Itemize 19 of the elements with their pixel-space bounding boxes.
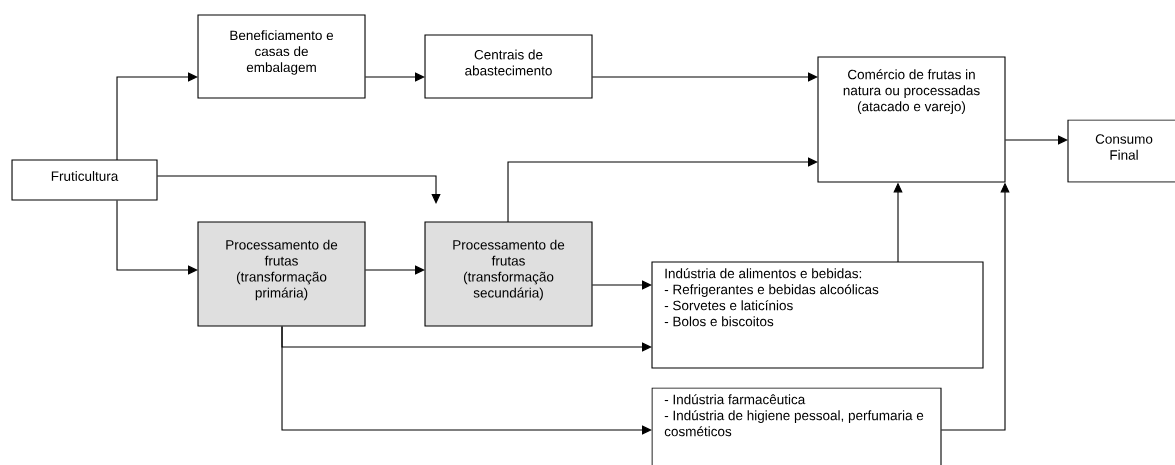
box: Indústria de alimentos e bebidas: - Refrigerantes e bebidas alcoólicas - Sorvetes e laticínios - Bolos e biscoitos [651, 261, 984, 369]
box: Centrais de abastecimento [424, 34, 593, 99]
box: Consumo Final [1067, 119, 1175, 183]
arrow [1004, 135, 1068, 145]
arrow [156, 175, 441, 204]
box: Fruticultura [11, 159, 158, 201]
arrow [281, 325, 652, 435]
arrow [591, 280, 652, 290]
arrow [116, 72, 198, 161]
arrow [364, 265, 425, 275]
arrow [116, 199, 198, 275]
process-box: Processamento de frutas (transformação secundária) [424, 221, 593, 327]
box: - Indústria farmacêutica - Indústria de higiene pessoal, perfumaria e cosméticos [651, 387, 942, 465]
box: Comércio de frutas in natura ou processadas (atacado e varejo) [817, 56, 1006, 183]
arrow [591, 72, 818, 82]
arrow [364, 72, 425, 82]
arrow [507, 157, 818, 223]
process-box: Processamento de frutas (transformação primária) [197, 221, 366, 327]
box: Beneficiamento e casas de embalagem [197, 14, 366, 99]
